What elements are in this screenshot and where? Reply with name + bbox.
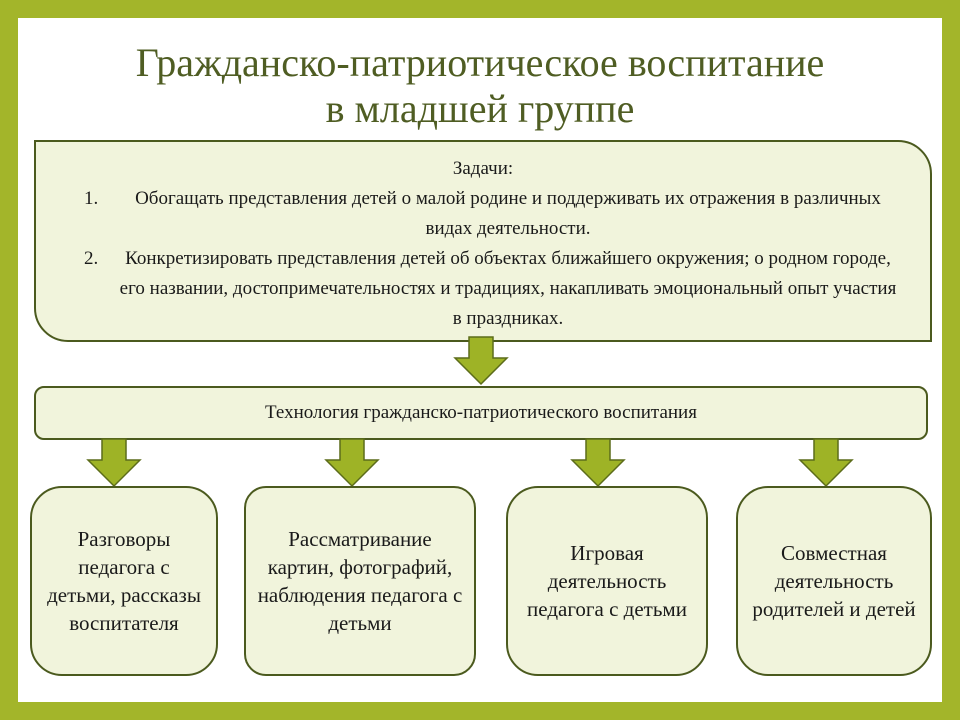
task-text: Обогащать представления детей о малой ро… (135, 188, 881, 239)
title-line-1: Гражданско-патриотическое воспитание (135, 40, 825, 85)
down-arrow-icon (570, 438, 626, 488)
page-title: Гражданско-патриотическое воспитание в м… (18, 40, 942, 132)
task-number: 2. (84, 248, 99, 269)
method-label: Рассматривание картин, фотографий, наблю… (257, 527, 463, 635)
method-card-games: Игровая деятельность педагога с детьми (506, 486, 708, 676)
task-item-1: 1. Обогащать представления детей о малой… (36, 184, 930, 244)
method-card-parents: Совместная деятельность родителей и дете… (736, 486, 932, 676)
down-arrow-icon (324, 438, 380, 488)
task-text: Конкретизировать представления детей об … (119, 248, 897, 329)
tasks-box: Задачи: 1. Обогащать представления детей… (34, 140, 932, 342)
method-card-conversations: Разговоры педагога с детьми, рассказы во… (30, 486, 218, 676)
method-card-pictures: Рассматривание картин, фотографий, наблю… (244, 486, 476, 676)
title-line-2: в младшей группе (325, 86, 635, 131)
task-number: 1. (84, 188, 99, 209)
method-label: Игровая деятельность педагога с детьми (527, 541, 687, 621)
task-item-2: 2. Конкретизировать представления детей … (36, 244, 930, 334)
down-arrow-icon (86, 438, 142, 488)
tasks-list: 1. Обогащать представления детей о малой… (36, 184, 930, 334)
down-arrow-icon (798, 438, 854, 488)
method-label: Разговоры педагога с детьми, рассказы во… (47, 527, 201, 635)
down-arrow-icon (453, 336, 509, 386)
slide: Гражданско-патриотическое воспитание в м… (18, 18, 942, 702)
tasks-heading: Задачи: (452, 158, 514, 179)
method-label: Совместная деятельность родителей и дете… (752, 541, 916, 621)
technology-box: Технология гражданско-патриотического во… (34, 386, 928, 440)
